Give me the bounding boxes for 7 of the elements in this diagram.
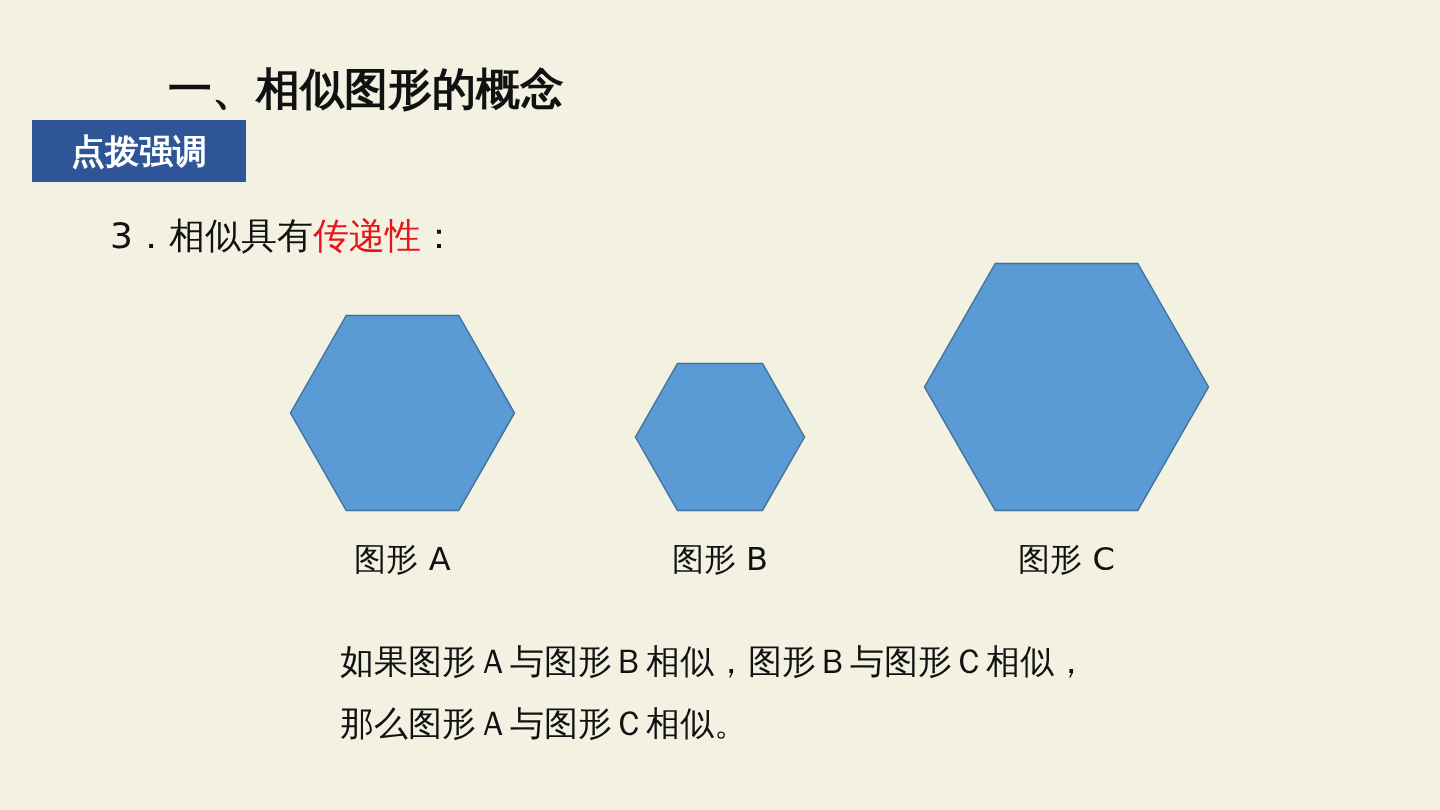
shape-label: 图形 B [671,539,769,580]
point-text: 3．相似具有传递性： [110,214,457,258]
paragraph: 如果图形Ａ与图形Ｂ相似，图形Ｂ与图形Ｃ相似，那么图形Ａ与图形Ｃ相似。 [340,640,1089,745]
section-badge: 点拨强调 [32,120,246,182]
shape-label: 图形 A [354,539,451,580]
slide-title: 一、相似图形的概念 [168,62,564,116]
shape-label: 图形 C [1018,539,1115,580]
